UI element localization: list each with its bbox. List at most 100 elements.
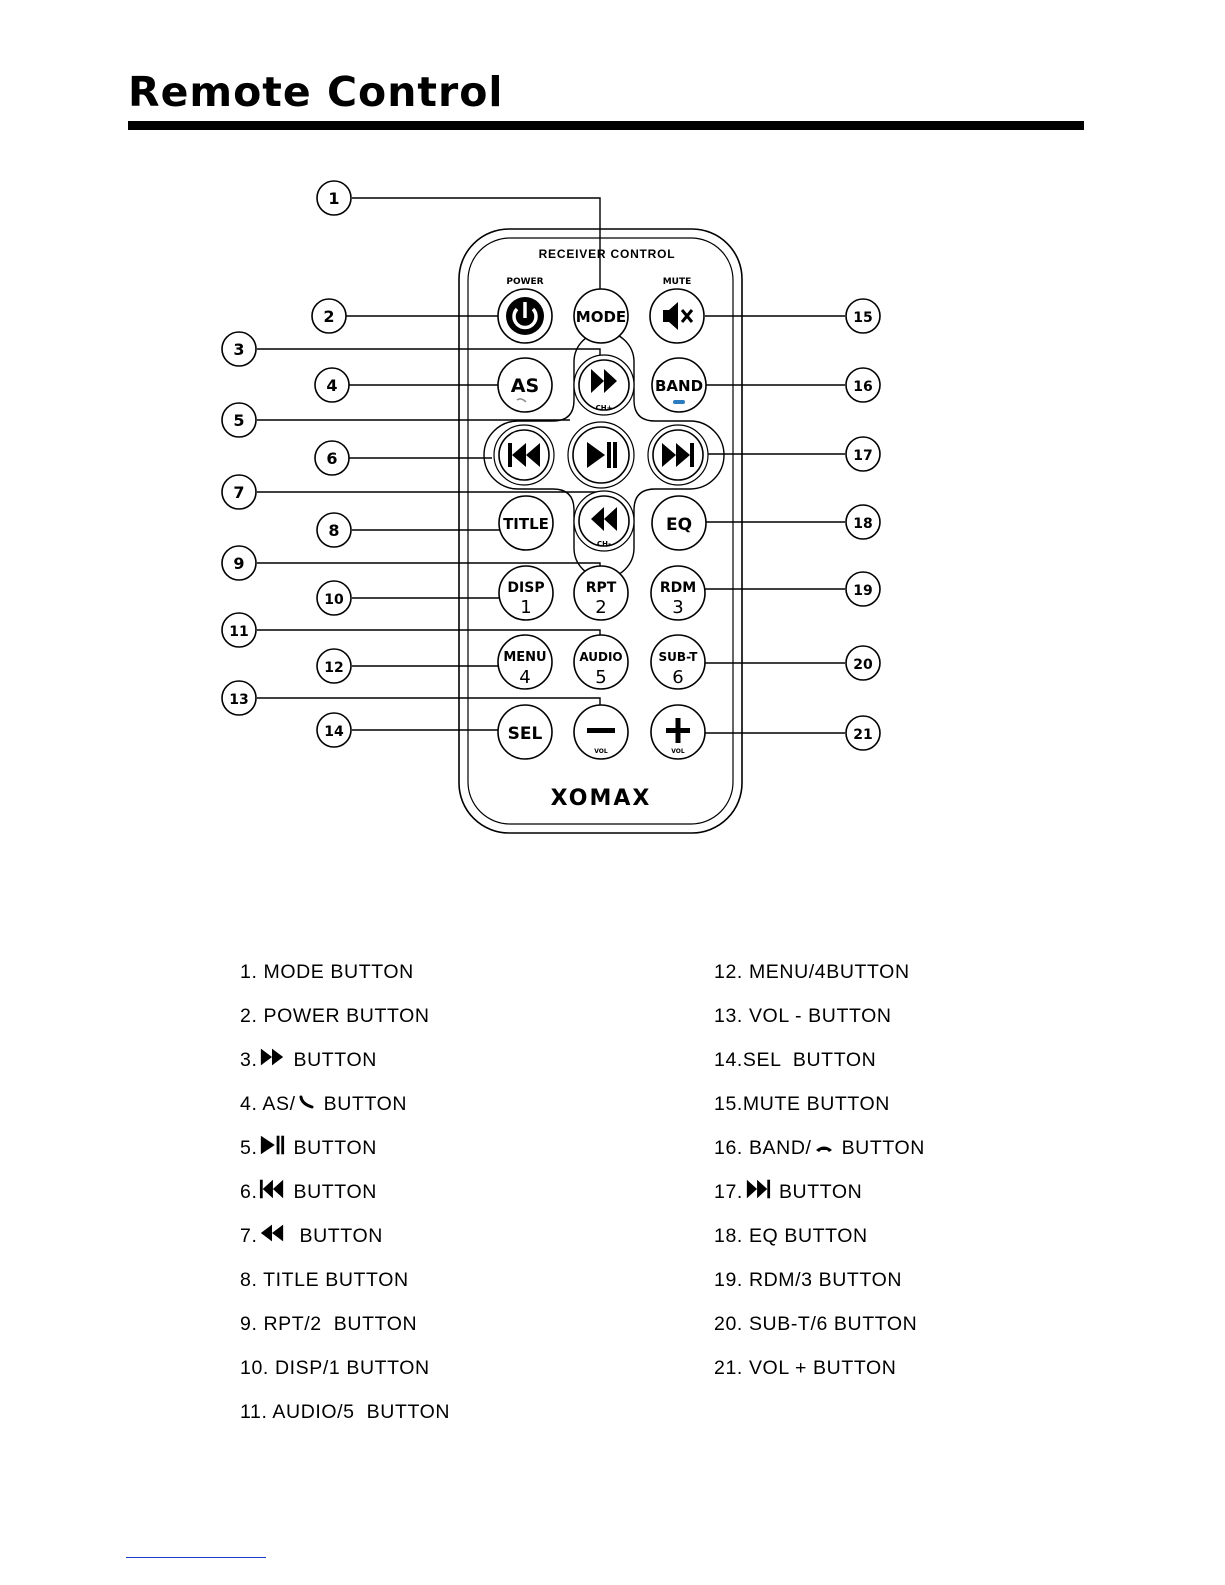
legend-text: BUTTON — [287, 1181, 377, 1203]
play-pause-button[interactable] — [567, 421, 635, 489]
legend-item: 19. RDM/3 BUTTON — [714, 1258, 925, 1302]
legend-number: 16. — [714, 1137, 743, 1159]
legend-item: 15.MUTE BUTTON — [714, 1082, 925, 1126]
previous-track-button[interactable] — [493, 424, 555, 486]
rewind-button[interactable]: CH- — [573, 490, 635, 552]
legend-item: 16. BAND/ BUTTON — [714, 1126, 925, 1170]
legend-number: 7. — [240, 1225, 258, 1247]
legend-text: AUDIO/5 BUTTON — [267, 1401, 451, 1423]
callout-4: 4 — [314, 367, 350, 403]
svg-text:3: 3 — [672, 597, 683, 618]
leader-13 — [257, 697, 601, 706]
mode-button[interactable]: MODE — [573, 288, 629, 344]
fast-forward-icon — [259, 1047, 285, 1074]
legend-number: 8. — [240, 1269, 258, 1291]
svg-text:5: 5 — [233, 411, 244, 430]
legend-text: SEL BUTTON — [742, 1049, 877, 1071]
legend-number: 6. — [240, 1181, 258, 1203]
svg-text:14: 14 — [324, 724, 344, 740]
fast-forward-button[interactable]: CH+ — [573, 354, 635, 416]
svg-text:10: 10 — [324, 592, 344, 608]
legend-text: BUTTON — [287, 1137, 377, 1159]
mute-label: MUTE — [663, 277, 692, 287]
next-track-button[interactable] — [647, 424, 709, 486]
previous-track-icon — [259, 1178, 285, 1207]
legend-number: 4. — [240, 1093, 258, 1115]
callout-20: 20 — [845, 645, 881, 681]
vol-down-label: VOL — [594, 748, 608, 755]
legend-item: 14.SEL BUTTON — [714, 1038, 925, 1082]
legend-number: 21. — [714, 1357, 743, 1379]
page-title: Remote Control — [128, 68, 504, 116]
svg-text:4: 4 — [519, 667, 530, 688]
svg-text:4: 4 — [326, 376, 337, 395]
legend-number: 12. — [714, 961, 743, 983]
svg-text:MENU: MENU — [503, 650, 546, 665]
eq-button[interactable]: EQ — [651, 495, 707, 551]
sub-t-button[interactable]: SUB-T 6 — [650, 634, 706, 690]
menu-button[interactable]: MENU 4 — [497, 634, 553, 690]
legend-item: 20. SUB-T/6 BUTTON — [714, 1302, 925, 1346]
vol-down-button[interactable]: VOL — [573, 704, 629, 760]
leader-1 — [352, 197, 601, 290]
band-button[interactable]: BAND — [651, 357, 707, 413]
callout-1: 1 — [316, 180, 352, 216]
as-button[interactable]: AS — [497, 357, 553, 413]
hang-up-icon — [673, 400, 685, 404]
svg-text:17: 17 — [853, 448, 872, 464]
power-icon — [506, 297, 544, 335]
svg-text:AS: AS — [511, 375, 539, 397]
legend-item: 10. DISP/1 BUTTON — [240, 1346, 450, 1390]
remote-diagram: RECEIVER CONTROL 1 2 3 4 5 6 7 8 9 — [221, 180, 881, 834]
callout-15: 15 — [845, 298, 881, 334]
minus-icon — [587, 728, 615, 733]
svg-text:2: 2 — [323, 307, 334, 326]
legend-item: 13. VOL - BUTTON — [714, 994, 925, 1038]
svg-text:3: 3 — [233, 340, 244, 359]
svg-text:DISP: DISP — [507, 580, 544, 596]
legend-text: VOL - BUTTON — [742, 1005, 892, 1027]
leader-11 — [257, 629, 601, 636]
title-button[interactable]: TITLE — [498, 495, 554, 551]
callout-21: 21 — [845, 715, 881, 751]
disp-button[interactable]: DISP 1 — [498, 565, 554, 621]
rdm-button[interactable]: RDM 3 — [650, 565, 706, 621]
svg-text:BAND: BAND — [655, 377, 703, 395]
legend-item: 4. AS/ BUTTON — [240, 1082, 450, 1126]
brand-logo: XOMAX — [551, 786, 652, 811]
legend-number: 3. — [240, 1049, 258, 1071]
legend-prefix: AS/ — [257, 1093, 296, 1115]
legend-text: VOL + BUTTON — [742, 1357, 897, 1379]
callout-16: 16 — [845, 367, 881, 403]
legend-text: TITLE BUTTON — [257, 1269, 409, 1291]
ch-plus-label: CH+ — [596, 404, 613, 412]
callout-2: 2 — [311, 298, 347, 334]
legend-number: 19. — [714, 1269, 743, 1291]
power-button[interactable] — [497, 288, 553, 344]
legend-number: 17. — [714, 1181, 743, 1203]
leader-9 — [257, 562, 601, 567]
legend-item: 12. MENU/4BUTTON — [714, 950, 925, 994]
svg-text:21: 21 — [853, 727, 872, 743]
title-rule — [128, 121, 1084, 130]
legend-item: 3. BUTTON — [240, 1038, 450, 1082]
audio-button[interactable]: AUDIO 5 — [573, 634, 629, 690]
svg-text:18: 18 — [853, 516, 872, 532]
svg-text:9: 9 — [233, 554, 244, 573]
rpt-button[interactable]: RPT 2 — [573, 565, 629, 621]
mute-button[interactable] — [649, 288, 705, 344]
legend-text: MODE BUTTON — [257, 961, 414, 983]
answer-call-icon — [516, 398, 527, 403]
legend-number: 13. — [714, 1005, 743, 1027]
svg-text:11: 11 — [229, 624, 248, 640]
svg-text:MODE: MODE — [576, 308, 626, 326]
svg-text:2: 2 — [595, 597, 606, 618]
svg-text:SUB-T: SUB-T — [659, 650, 699, 664]
legend-text: BUTTON — [287, 1049, 377, 1071]
sel-button[interactable]: SEL — [497, 704, 553, 760]
svg-text:RPT: RPT — [586, 580, 617, 596]
vol-up-button[interactable]: VOL — [650, 704, 706, 760]
svg-text:6: 6 — [326, 449, 337, 468]
legend-text: MENU/4BUTTON — [742, 961, 910, 983]
